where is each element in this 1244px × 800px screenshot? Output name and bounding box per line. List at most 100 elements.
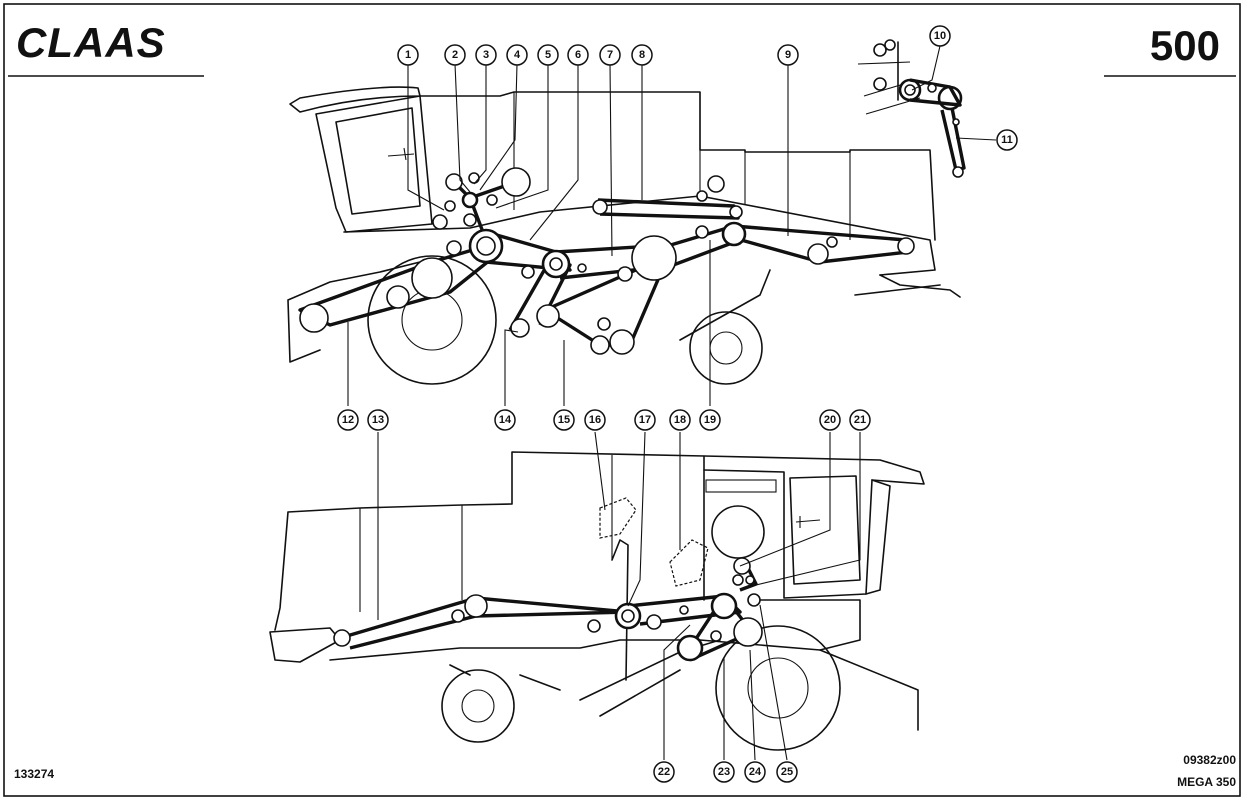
pulley-engine-big bbox=[711, 505, 765, 559]
cab-right-window bbox=[789, 475, 861, 585]
svg-text:15: 15 bbox=[558, 414, 570, 426]
pulley-head-2 bbox=[468, 172, 480, 184]
pulley-head-3 bbox=[461, 191, 479, 209]
drawing-number: 09382z00 bbox=[1183, 753, 1236, 767]
cab-door-handle bbox=[387, 147, 415, 161]
callout-22: 22 bbox=[653, 761, 675, 783]
rear-axle-right bbox=[449, 664, 561, 691]
leader-11 bbox=[955, 137, 997, 141]
pulley-sieve-low bbox=[510, 318, 530, 338]
pulley-small-d bbox=[617, 266, 633, 282]
pulley-upper-1 bbox=[707, 175, 725, 193]
svg-text:19: 19 bbox=[704, 414, 716, 426]
svg-text:5: 5 bbox=[545, 49, 551, 61]
callout-2: 2 bbox=[444, 44, 466, 66]
pulley-cleaning-inner bbox=[549, 257, 563, 271]
inset-arm-pivot bbox=[952, 118, 960, 126]
pulley-head-8 bbox=[463, 213, 477, 227]
pulley-small-b bbox=[521, 265, 535, 279]
combine-right-side-view bbox=[269, 451, 925, 751]
front-wheel-right-hub bbox=[747, 657, 809, 719]
inset-pulley-c bbox=[873, 77, 887, 91]
leader-24 bbox=[749, 649, 756, 761]
leader-14 bbox=[504, 329, 519, 406]
inset-small bbox=[927, 83, 937, 93]
pulley-engine-right bbox=[733, 617, 763, 647]
svg-text:10: 10 bbox=[934, 30, 946, 42]
pulley-low-1 bbox=[590, 335, 610, 355]
svg-text:22: 22 bbox=[658, 766, 670, 778]
pulley-sieve-mid bbox=[536, 304, 560, 328]
lower-frame bbox=[329, 639, 919, 731]
svg-text:4: 4 bbox=[514, 49, 521, 61]
pulley-low-2 bbox=[609, 329, 635, 355]
callout-7: 7 bbox=[599, 44, 621, 66]
pulley-shaker-outer bbox=[631, 235, 677, 281]
callout-12: 12 bbox=[337, 409, 359, 431]
brand-logo-text: CLAAS bbox=[16, 19, 166, 66]
callout-23: 23 bbox=[713, 761, 735, 783]
svg-text:1: 1 bbox=[405, 49, 411, 61]
svg-text:6: 6 bbox=[575, 49, 581, 61]
leader-3 bbox=[473, 64, 487, 185]
pulley-long-small bbox=[451, 609, 465, 623]
svg-text:21: 21 bbox=[854, 414, 866, 426]
callout-5: 5 bbox=[537, 44, 559, 66]
svg-text:2: 2 bbox=[452, 49, 458, 61]
pulley-head-4 bbox=[501, 167, 531, 197]
svg-text:9: 9 bbox=[785, 49, 791, 61]
pulley-main-inner bbox=[476, 236, 496, 256]
leader-20 bbox=[739, 432, 831, 567]
cab-right-handle bbox=[795, 516, 821, 528]
rear-wheel-right-hub bbox=[461, 689, 495, 723]
pulley-large-drum bbox=[411, 257, 453, 299]
svg-text:20: 20 bbox=[824, 414, 836, 426]
svg-text:13: 13 bbox=[372, 414, 384, 426]
pulley-intermediate bbox=[386, 285, 410, 309]
leader-2 bbox=[454, 63, 471, 193]
rear-wheel bbox=[689, 311, 763, 385]
callout-6: 6 bbox=[567, 44, 589, 66]
pulley-upper-3 bbox=[729, 205, 743, 219]
front-wheel-right bbox=[715, 625, 841, 751]
front-wheel-hub bbox=[401, 289, 463, 351]
cab-window bbox=[335, 107, 421, 215]
svg-text:3: 3 bbox=[483, 49, 489, 61]
rear-axle-frame bbox=[679, 269, 771, 341]
pulley-head-5 bbox=[486, 194, 498, 206]
pulley-upper-2 bbox=[696, 190, 708, 202]
inset-arm bbox=[940, 107, 966, 172]
pulley-chopper-1 bbox=[807, 243, 829, 265]
pulley-small-a bbox=[446, 240, 462, 256]
engine-deck bbox=[759, 599, 861, 651]
leader-7 bbox=[609, 63, 613, 257]
pulley-engine-low bbox=[676, 634, 704, 662]
leader-21 bbox=[751, 432, 861, 587]
callouts: 1 2 3 4 5 6 7 8 9 10 11 12 13 14 15 16 1… bbox=[337, 25, 1018, 783]
svg-text:17: 17 bbox=[639, 414, 651, 426]
pulley-head-6 bbox=[444, 200, 456, 212]
inset-detail-view bbox=[857, 39, 966, 178]
inset-pulley-b bbox=[884, 39, 896, 51]
callout-25: 25 bbox=[776, 761, 798, 783]
pulley-engine-top2 bbox=[732, 574, 744, 586]
pulley-walker-2 bbox=[695, 225, 709, 239]
pulley-chopper-2 bbox=[826, 236, 838, 248]
svg-text:7: 7 bbox=[607, 49, 613, 61]
leader-4 bbox=[479, 63, 518, 191]
callout-14: 14 bbox=[494, 409, 516, 431]
brand-logo: CLAAS bbox=[16, 19, 166, 66]
feeder-housing bbox=[287, 261, 421, 363]
pulley-head-7 bbox=[432, 214, 448, 230]
rear-wheel-hub bbox=[709, 331, 743, 365]
leader-6 bbox=[529, 64, 579, 241]
pulley-chopper-end bbox=[897, 237, 915, 255]
pulley-central-right bbox=[646, 614, 662, 630]
pulley-engine-drive bbox=[710, 592, 738, 620]
pulley-upper-front bbox=[592, 199, 608, 215]
inset-arm-end bbox=[952, 166, 964, 178]
inset-pulley-main-inner bbox=[904, 84, 916, 96]
svg-text:12: 12 bbox=[342, 414, 354, 426]
pulley-engine-cup bbox=[747, 593, 761, 607]
svg-text:18: 18 bbox=[674, 414, 686, 426]
